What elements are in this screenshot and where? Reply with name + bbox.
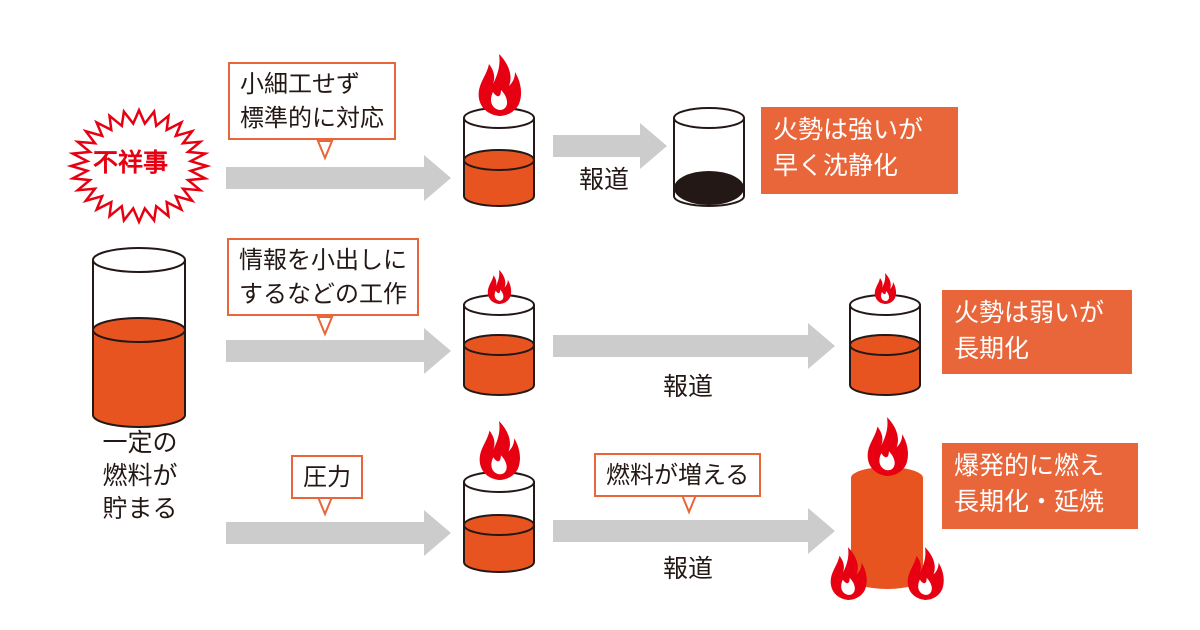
callout-tail-row2	[316, 316, 334, 337]
report-label-row3: 報道	[663, 554, 714, 583]
callout-tail-row3	[316, 496, 334, 517]
result-row3: 爆発的に燃え 長期化・延焼	[942, 443, 1138, 529]
cylinder-icon-row1-mid	[463, 107, 535, 207]
result-line: 長期化・延焼	[954, 487, 1105, 516]
callout-tail-fuel	[680, 494, 698, 515]
cylinder-icon-row1-end	[673, 107, 745, 207]
arrow-row2-b	[553, 323, 835, 369]
cylinder-icon-start	[92, 247, 186, 428]
callout-line: 情報を小出しに	[239, 246, 407, 274]
result-line: 長期化	[954, 334, 1030, 363]
burst-icon	[66, 107, 212, 225]
result-row2: 火勢は弱いが 長期化	[942, 290, 1132, 374]
callout-tail-row1	[316, 140, 334, 161]
callout-line: 小細工せず	[240, 70, 360, 98]
result-line: 火勢は強いが	[773, 115, 924, 144]
cylinder-icon-row3-end	[851, 467, 923, 589]
flame-icon	[487, 269, 512, 304]
fuel-label-line: 燃料が	[102, 461, 178, 490]
arrow-row2-a	[226, 328, 451, 374]
arrow-row1-b	[553, 123, 667, 169]
callout-row3: 圧力	[291, 455, 363, 499]
flame-icon	[867, 417, 908, 476]
arrow-row3-b	[553, 508, 835, 554]
result-line: 爆発的に燃え	[954, 451, 1105, 480]
fuel-label-line: 一定の	[102, 428, 178, 457]
report-label-row1: 報道	[579, 165, 630, 194]
flame-icon	[478, 54, 522, 116]
callout-line: するなどの工作	[239, 280, 407, 308]
callout-line: 圧力	[303, 463, 351, 491]
arrow-row1-a	[226, 155, 451, 201]
callout-row1: 小細工せず 標準的に対応	[228, 62, 396, 140]
cylinder-icon-row2-end	[849, 294, 921, 396]
report-label-row2: 報道	[663, 372, 714, 401]
flame-icon	[479, 421, 520, 480]
callout-line: 標準的に対応	[240, 104, 384, 132]
fuel-label-line: 貯まる	[102, 494, 178, 523]
callout-row2: 情報を小出しに するなどの工作	[227, 238, 419, 316]
result-row1: 火勢は強いが 早く沈静化	[761, 107, 958, 194]
callout-fuel-increase: 燃料が増える	[594, 453, 762, 497]
arrow-row3-a	[226, 510, 451, 556]
cylinder-icon-row2-mid	[463, 294, 535, 396]
result-line: 火勢は弱いが	[954, 298, 1105, 327]
fuel-label: 一定の 燃料が 貯まる	[95, 426, 185, 525]
flame-icon	[874, 273, 897, 304]
result-line: 早く沈静化	[773, 151, 899, 180]
callout-line: 燃料が増える	[606, 461, 750, 489]
scandal-label: 不祥事	[93, 148, 169, 177]
cylinder-icon-row3-mid	[463, 471, 535, 573]
